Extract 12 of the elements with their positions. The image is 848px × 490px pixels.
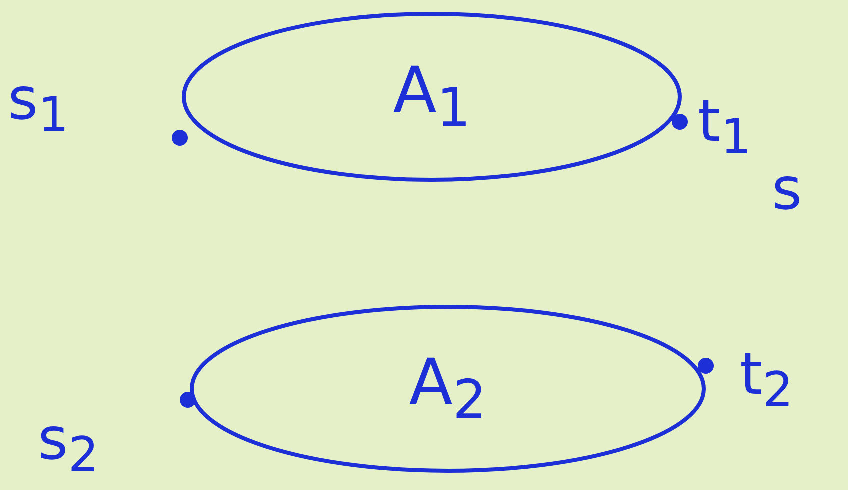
network-label: A$_{2}$ xyxy=(409,351,487,427)
terminal-label: t$_{2}$ xyxy=(740,345,794,415)
terminal-dot xyxy=(698,358,714,374)
network-ellipse xyxy=(190,305,706,473)
terminal-label: s$_{2}$ xyxy=(38,410,99,480)
terminal-label: s xyxy=(772,160,802,218)
network-ellipse xyxy=(182,12,682,182)
terminal-dot xyxy=(672,114,688,130)
terminal-label: s$_{1}$ xyxy=(8,70,69,140)
terminal-dot xyxy=(172,130,188,146)
terminal-label: t$_{1}$ xyxy=(698,92,752,162)
network-label: A$_{1}$ xyxy=(393,59,471,135)
